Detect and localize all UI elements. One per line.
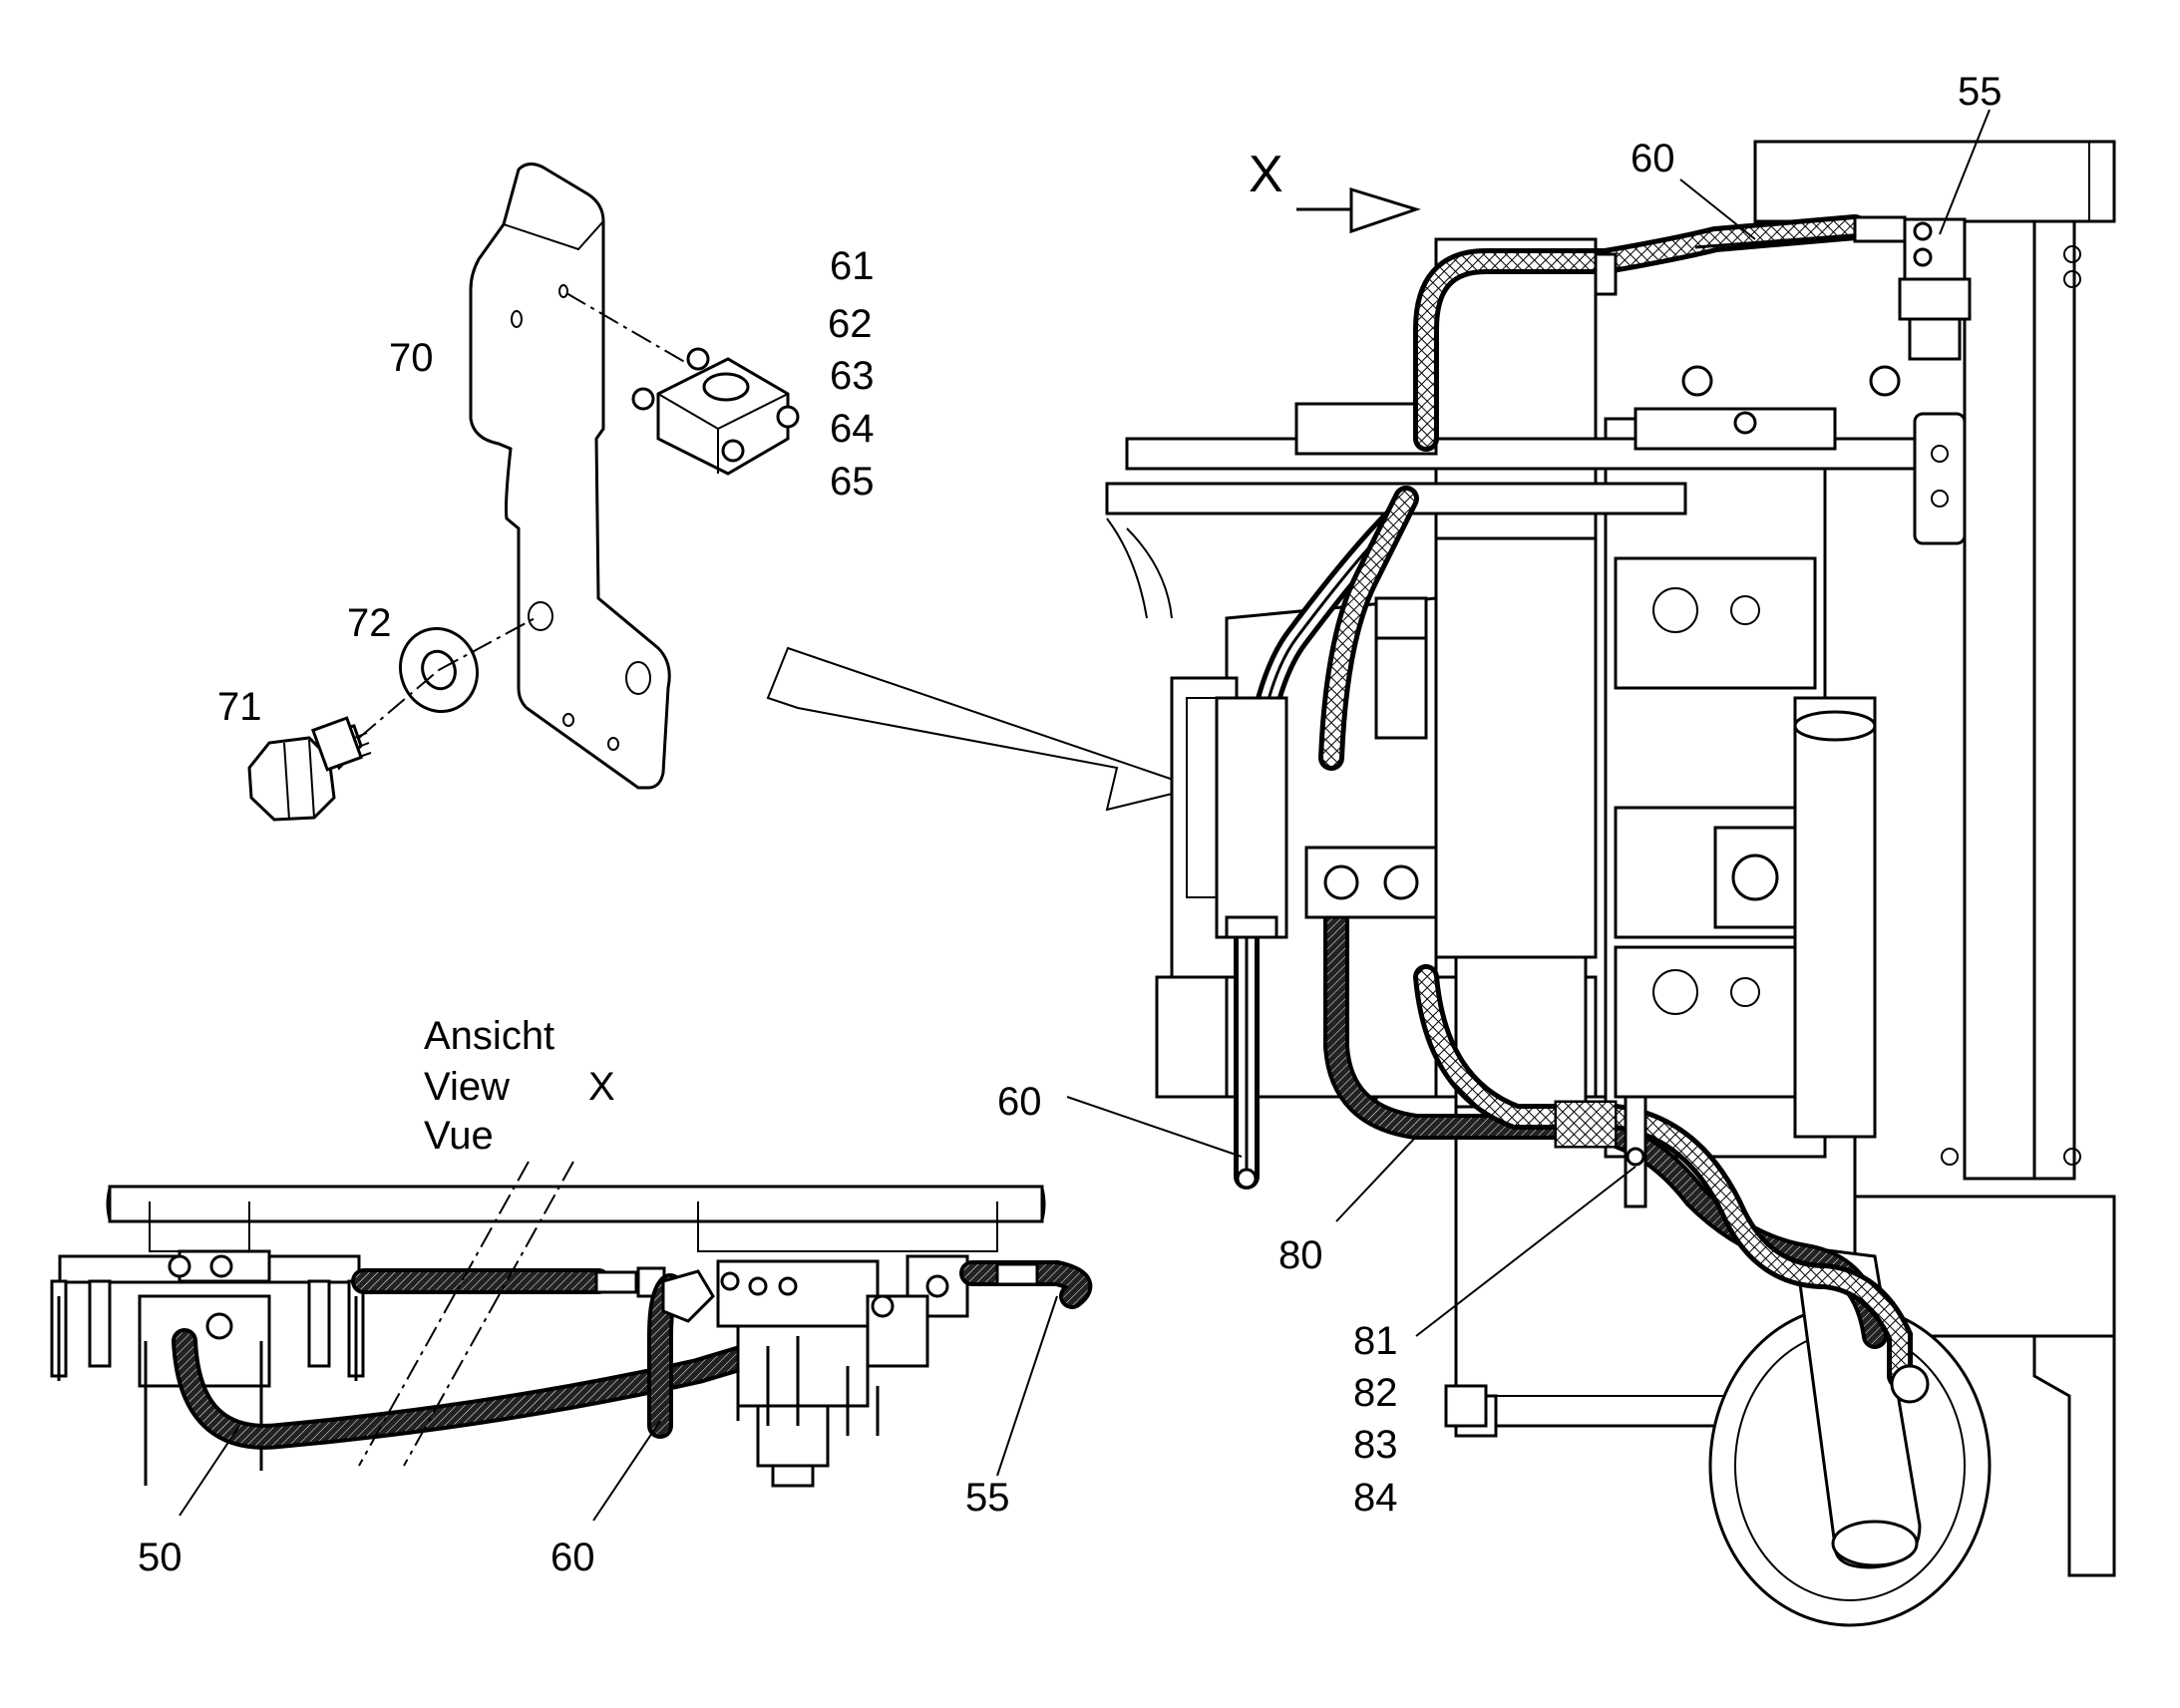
view-x-detail bbox=[50, 1161, 1092, 1522]
callout-60-top: 60 bbox=[1631, 137, 1675, 180]
hose-clamp-61-65 bbox=[631, 347, 800, 476]
callout-84: 84 bbox=[1353, 1476, 1398, 1520]
callout-64: 64 bbox=[830, 407, 875, 451]
callout-63: 63 bbox=[830, 354, 875, 398]
callout-50: 50 bbox=[138, 1536, 182, 1579]
callout-61: 61 bbox=[830, 244, 875, 288]
callout-55-top: 55 bbox=[1958, 70, 2002, 114]
callout-72: 72 bbox=[347, 601, 392, 645]
bolt-71 bbox=[247, 716, 372, 822]
callout-62: 62 bbox=[828, 302, 873, 346]
detail-pointer-arrow bbox=[766, 646, 1201, 812]
callout-55-bottom: 55 bbox=[965, 1476, 1010, 1520]
callout-60-mid: 60 bbox=[997, 1080, 1042, 1124]
bracket-assembly-detail bbox=[247, 163, 800, 822]
callout-83: 83 bbox=[1353, 1423, 1398, 1467]
callout-82: 82 bbox=[1353, 1371, 1398, 1415]
callout-71: 71 bbox=[217, 685, 262, 729]
callout-80: 80 bbox=[1278, 1233, 1323, 1277]
mounting-bracket-70 bbox=[469, 163, 671, 790]
callout-60-bottom: 60 bbox=[550, 1536, 595, 1579]
view-x-marker bbox=[1296, 186, 1421, 234]
view-caption-letter: X bbox=[588, 1065, 615, 1109]
view-marker-letter: X bbox=[1249, 146, 1283, 203]
main-machine-view bbox=[1066, 109, 2116, 1627]
view-caption-german: Ansicht bbox=[424, 1014, 554, 1058]
callout-81: 81 bbox=[1353, 1319, 1398, 1363]
callout-70: 70 bbox=[389, 336, 434, 380]
callout-65: 65 bbox=[830, 460, 875, 504]
view-caption-french: Vue bbox=[424, 1114, 494, 1158]
view-caption-english: View bbox=[424, 1065, 510, 1109]
